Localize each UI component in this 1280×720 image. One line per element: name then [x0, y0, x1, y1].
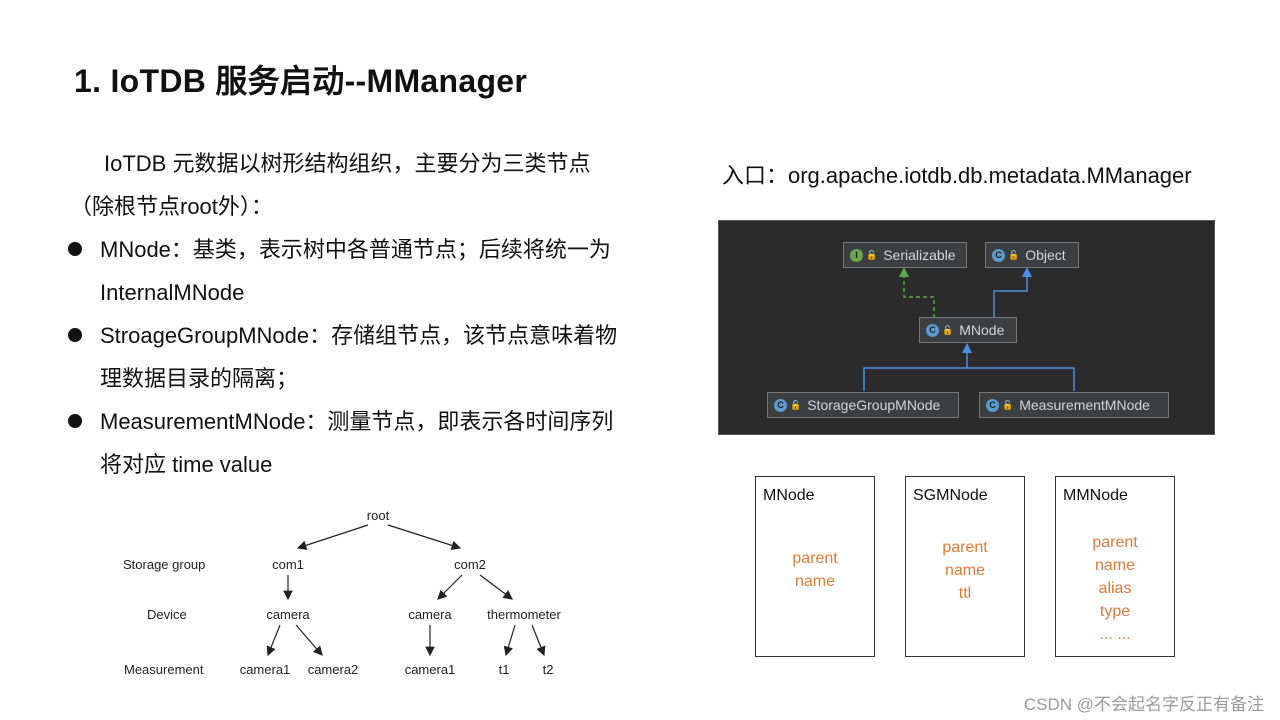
uml-node-mnode: C 🔓 MNode — [919, 317, 1017, 343]
bullet-line: StroageGroupMNode：存储组节点，该节点意味着物 — [100, 323, 618, 348]
bullet-dot — [68, 242, 82, 256]
tree-node-com1: com1 — [272, 557, 304, 572]
card-field: name — [1094, 557, 1136, 574]
uml-class-diagram: I 🔓 Serializable C 🔓 Object C 🔓 MNode C … — [718, 220, 1215, 435]
uml-node-serializable: I 🔓 Serializable — [843, 242, 967, 268]
intro-line-1: IoTDB 元数据以树形结构组织，主要分为三类节点 — [104, 151, 591, 176]
card-title: MMNode — [1063, 487, 1128, 504]
uml-node-measurement: C 🔓 MeasurementMNode — [979, 392, 1169, 418]
card-field: ttl — [958, 585, 972, 602]
uml-node-label: Object — [1025, 247, 1066, 263]
tree-node-t1: t1 — [499, 662, 510, 677]
tree-node-root: root — [367, 508, 390, 523]
page-title: 1. IoTDB 服务启动--MManager — [74, 63, 528, 99]
tree-edges — [266, 524, 546, 657]
card-field: type — [1099, 603, 1131, 620]
class-icon: C — [986, 398, 999, 412]
bullet-line: MeasurementMNode：测量节点，即表示各时间序列 — [100, 409, 614, 434]
description-block: IoTDB 元数据以树形结构组织，主要分为三类节点 （除根节点root外）： M… — [68, 142, 670, 486]
card-mnode: MNode parent name — [755, 476, 875, 657]
bullet-storage-group: StroageGroupMNode：存储组节点，该节点意味着物 理数据目录的隔离… — [68, 314, 670, 400]
watermark: CSDN @不会起名字反正有备注 — [1023, 695, 1264, 714]
uml-node-label: MNode — [959, 322, 1005, 338]
card-field: parent — [1092, 534, 1138, 551]
row-label-measurement: Measurement — [124, 662, 204, 677]
lock-icon: 🔓 — [790, 399, 802, 410]
tree-node-thermometer: thermometer — [487, 607, 561, 622]
tree-node-camera1: camera1 — [240, 662, 291, 677]
uml-node-storage-group: C 🔓 StorageGroupMNode — [767, 392, 959, 418]
bullet-line: InternalMNode — [100, 280, 245, 305]
entry-label: 入口：org.apache.iotdb.db.metadata.MManager — [722, 163, 1192, 188]
metadata-tree-diagram: Storage group Device Measurement root co… — [123, 508, 562, 677]
card-field: alias — [1098, 580, 1132, 597]
lock-icon: 🔓 — [942, 324, 954, 335]
uml-node-object: C 🔓 Object — [985, 242, 1079, 268]
lock-icon: 🔓 — [1008, 249, 1020, 260]
class-icon: C — [926, 323, 939, 337]
lock-icon: 🔓 — [1002, 399, 1014, 410]
tree-node-camera: camera — [408, 607, 452, 622]
tree-node-camera1: camera1 — [405, 662, 456, 677]
uml-node-label: MeasurementMNode — [1019, 397, 1150, 413]
card-title: SGMNode — [913, 487, 988, 504]
tree-node-t2: t2 — [543, 662, 554, 677]
bullet-dot — [68, 414, 82, 428]
row-label-storage-group: Storage group — [123, 557, 205, 572]
card-field: ... ... — [1099, 626, 1131, 643]
uml-arrows — [863, 267, 1075, 391]
bullet-mnode: MNode：基类，表示树中各普通节点；后续将统一为 InternalMNode — [68, 228, 670, 314]
bullet-dot — [68, 328, 82, 342]
card-mmnode: MMNode parent name alias type ... ... — [1055, 476, 1175, 657]
uml-node-label: StorageGroupMNode — [807, 397, 941, 413]
card-title: MNode — [763, 487, 815, 504]
interface-icon: I — [850, 248, 863, 262]
card-field: name — [794, 573, 836, 590]
tree-node-com2: com2 — [454, 557, 486, 572]
tree-node-camera: camera — [266, 607, 310, 622]
lock-icon: 🔓 — [866, 249, 878, 260]
bullet-line: 将对应 time value — [100, 452, 273, 477]
tree-node-camera2: camera2 — [308, 662, 359, 677]
card-field: parent — [942, 539, 988, 556]
intro-line-2: （除根节点root外）： — [70, 194, 273, 219]
class-icon: C — [774, 398, 787, 412]
card-sgmnode: SGMNode parent name ttl — [905, 476, 1025, 657]
row-label-device: Device — [147, 607, 187, 622]
uml-node-label: Serializable — [883, 247, 956, 263]
bullet-line: 理数据目录的隔离； — [100, 366, 299, 391]
bullet-measurement: MeasurementMNode：测量节点，即表示各时间序列 将对应 time … — [68, 400, 670, 486]
card-field: parent — [792, 550, 838, 567]
card-field: name — [944, 562, 986, 579]
class-icon: C — [992, 248, 1005, 262]
bullet-line: MNode：基类，表示树中各普通节点；后续将统一为 — [100, 237, 611, 262]
